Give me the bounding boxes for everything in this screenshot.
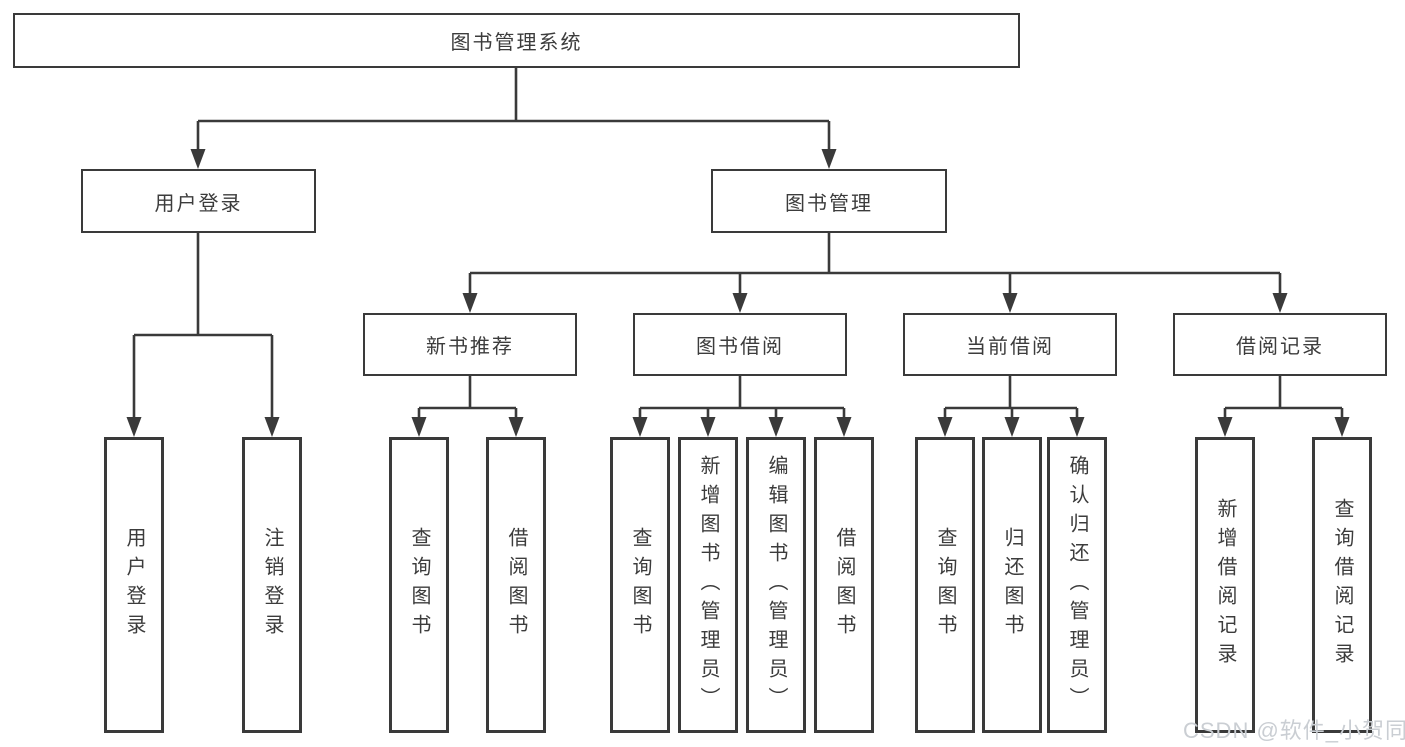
- csdn-watermark: CSDN @软件_小贺同学: [1183, 718, 1405, 743]
- arrow-down-icon: [1334, 417, 1350, 437]
- arrow-down-icon: [768, 417, 784, 437]
- node-leaf-query-book-1: 查询图书: [389, 437, 449, 733]
- node-user-login: 用户登录: [81, 169, 316, 233]
- node-leaf-borrow-book-1: 借阅图书: [486, 437, 546, 733]
- node-label: 查询图书: [408, 527, 430, 643]
- node-label: 新增图书（管理员）: [697, 454, 719, 716]
- arrow-down-icon: [1217, 417, 1233, 437]
- node-leaf-logout: 注销登录: [242, 437, 302, 733]
- arrow-down-icon: [508, 417, 524, 437]
- node-label: 当前借阅: [966, 336, 1054, 358]
- node-current-borrow: 当前借阅: [903, 313, 1117, 376]
- arrow-down-icon: [126, 417, 142, 437]
- arrow-down-icon: [411, 417, 427, 437]
- arrow-down-icon: [836, 417, 852, 437]
- node-label: 归还图书: [1001, 527, 1023, 643]
- arrow-down-icon: [1069, 417, 1085, 437]
- node-label: 用户登录: [154, 192, 243, 215]
- node-book-borrow: 图书借阅: [633, 313, 847, 376]
- node-label: 编辑图书（管理员）: [765, 454, 787, 716]
- node-leaf-add-borrow-record: 新增借阅记录: [1195, 437, 1255, 733]
- arrow-down-icon: [1272, 293, 1288, 313]
- node-leaf-query-borrow-record: 查询借阅记录: [1312, 437, 1372, 733]
- node-borrow-records: 借阅记录: [1173, 313, 1387, 376]
- node-leaf-confirm-return-admin: 确认归还（管理员）: [1047, 437, 1107, 733]
- node-book-management: 图书管理: [711, 169, 947, 233]
- node-label: 新书推荐: [426, 336, 514, 358]
- node-leaf-borrow-book-2: 借阅图书: [814, 437, 874, 733]
- node-leaf-query-book-3: 查询图书: [915, 437, 975, 733]
- node-label: 借阅记录: [1236, 336, 1324, 358]
- node-label: 图书管理系统: [450, 32, 583, 54]
- arrow-down-icon: [1004, 417, 1020, 437]
- connector-path: [132, 68, 1344, 421]
- arrow-down-icon: [1002, 293, 1018, 313]
- arrow-down-icon: [264, 417, 280, 437]
- node-leaf-add-book-admin: 新增图书（管理员）: [678, 437, 738, 733]
- node-label: 注销登录: [261, 527, 283, 643]
- node-leaf-edit-book-admin: 编辑图书（管理员）: [746, 437, 806, 733]
- node-library-system: 图书管理系统: [13, 13, 1020, 68]
- node-label: 查询图书: [934, 527, 956, 643]
- arrow-down-icon: [632, 417, 648, 437]
- arrow-down-icon: [937, 417, 953, 437]
- node-leaf-user-login: 用户登录: [104, 437, 164, 733]
- node-label: 图书管理: [785, 192, 873, 215]
- arrow-down-icon: [462, 293, 478, 313]
- node-new-book-recommend: 新书推荐: [363, 313, 577, 376]
- arrow-down-icon: [732, 293, 748, 313]
- node-label: 借阅图书: [833, 527, 855, 643]
- node-label: 图书借阅: [696, 336, 784, 358]
- node-leaf-query-book-2: 查询图书: [610, 437, 670, 733]
- arrowhead-icons: [126, 149, 1350, 437]
- node-label: 用户登录: [123, 527, 145, 643]
- arrow-down-icon: [821, 149, 837, 169]
- arrow-down-icon: [700, 417, 716, 437]
- node-label: 查询借阅记录: [1331, 498, 1353, 672]
- node-label: 借阅图书: [505, 527, 527, 643]
- node-label: 新增借阅记录: [1214, 498, 1236, 672]
- node-leaf-return-book: 归还图书: [982, 437, 1042, 733]
- node-label: 确认归还（管理员）: [1066, 454, 1088, 716]
- arrow-down-icon: [190, 149, 206, 169]
- node-label: 查询图书: [629, 527, 651, 643]
